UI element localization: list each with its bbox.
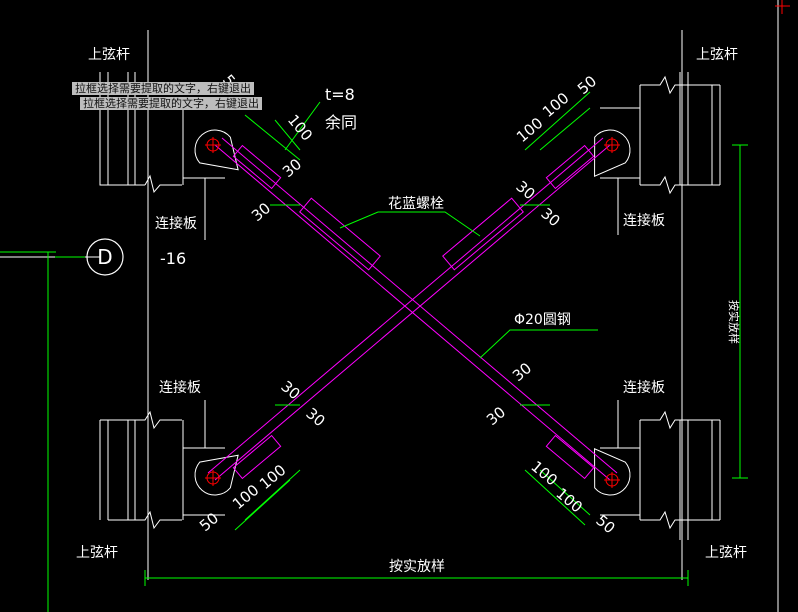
cross-bracing-rods: [207, 137, 618, 481]
dim-30-br-a: 30: [509, 359, 535, 385]
column-outlines: [0, 0, 779, 612]
dim-30-br-b: 30: [483, 403, 509, 429]
dim-30-bl-b: 30: [302, 404, 328, 430]
bolt-holes: [205, 137, 620, 488]
text-extract-tooltip-2: 拉框选择需要提取的文字，右键退出: [80, 97, 262, 110]
dim-30-bl-a: 30: [277, 377, 303, 403]
axis-bubble: D: [86, 238, 124, 276]
top-chord-label-br: 上弦杆: [705, 545, 747, 561]
dim-100-tl: 100: [284, 111, 316, 145]
axis-id: D: [97, 245, 112, 269]
dim-30-tl-a: 30: [279, 155, 305, 181]
cad-crosshair-cursor: [775, 0, 790, 14]
dim-50-bl: 50: [196, 509, 222, 535]
dim-30-tr-b: 30: [537, 204, 563, 230]
same-label: 余同: [325, 113, 357, 132]
thickness-label: t=8: [325, 85, 355, 104]
dim-100-tr-a: 100: [539, 89, 573, 121]
gusset-plate-label-tr: 连接板: [623, 212, 665, 229]
top-chord-label-tl: 上弦杆: [88, 47, 130, 63]
gusset-plates: [194, 129, 631, 496]
dimension-lines: [0, 91, 748, 612]
dim-100-br-b: 100: [552, 484, 586, 516]
gusset-plate-label-tl: 连接板: [155, 215, 197, 232]
top-chord-label-bl: 上弦杆: [76, 545, 118, 561]
text-extract-tooltip-1: 拉框选择需要提取的文字，右键退出: [72, 82, 254, 95]
leader-lines: [55, 101, 598, 359]
round-steel-label: Φ20圆钢: [514, 312, 571, 328]
dim-100-tr-b: 100: [513, 114, 547, 146]
dim-100-bl-a: 100: [256, 461, 290, 493]
gusset-plate-label-br: 连接板: [623, 379, 665, 396]
top-chord-label-tr: 上弦杆: [696, 47, 738, 63]
turnbuckle-label: 花蓝螺栓: [388, 196, 444, 212]
as-built-label: 按实放样: [389, 559, 445, 575]
plate-thickness-label: -16: [160, 249, 186, 268]
gusset-plate-label-bl: 连接板: [159, 379, 201, 396]
dim-50-tr: 50: [574, 72, 600, 98]
dim-30-tr-a: 30: [512, 177, 538, 203]
dim-30-tl-b: 30: [248, 199, 274, 225]
as-built-vertical-label: 按实放样: [727, 300, 741, 344]
